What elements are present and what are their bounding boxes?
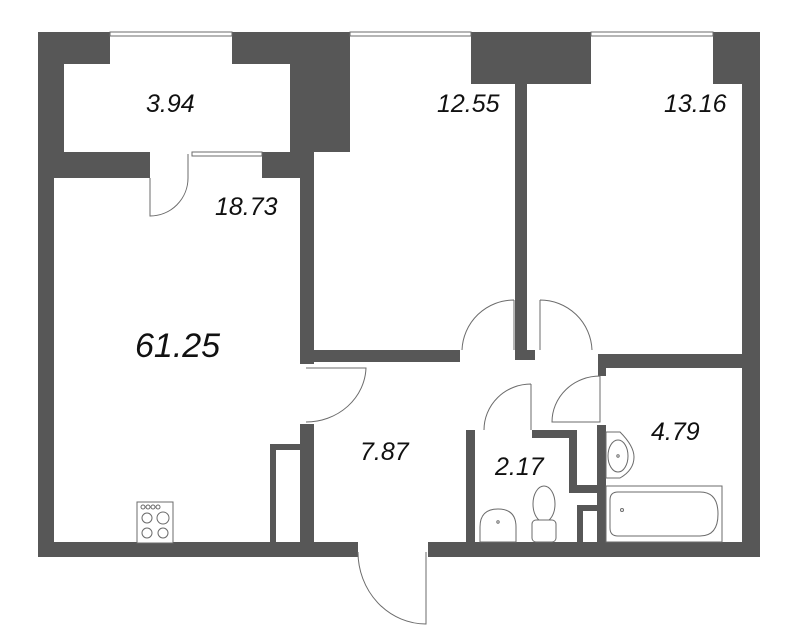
bedroom-1-area-label: 12.55	[437, 90, 500, 118]
balcony-door	[149, 177, 189, 217]
fixtures	[136, 431, 723, 544]
bedroom-2-area-label: 13.16	[664, 90, 727, 118]
room-labels: 3.94 18.73 61.25 12.55 13.16 7.87 2.17 4…	[135, 90, 727, 481]
stove-icon	[136, 501, 174, 544]
bathtub-icon	[605, 485, 723, 543]
bathroom-area-label: 4.79	[651, 418, 700, 446]
sink-icon	[479, 508, 517, 543]
hallway-area-label: 7.87	[360, 438, 410, 466]
bedroom-1-door	[461, 299, 515, 351]
balcony-area-label: 3.94	[146, 90, 195, 118]
total-area-label: 61.25	[135, 327, 220, 365]
toilet-door	[483, 383, 532, 431]
toilet-icon	[531, 485, 557, 543]
windows	[109, 31, 714, 157]
bathroom-sink-icon	[605, 431, 635, 479]
bathroom-door	[551, 375, 601, 423]
doors	[149, 154, 601, 625]
kitchen-door	[305, 367, 367, 423]
bedroom-2-door	[539, 299, 593, 351]
entrance-door	[357, 551, 427, 625]
walls	[38, 32, 760, 557]
kitchen-area-label: 18.73	[215, 193, 278, 221]
toilet-area-label: 2.17	[494, 453, 545, 481]
